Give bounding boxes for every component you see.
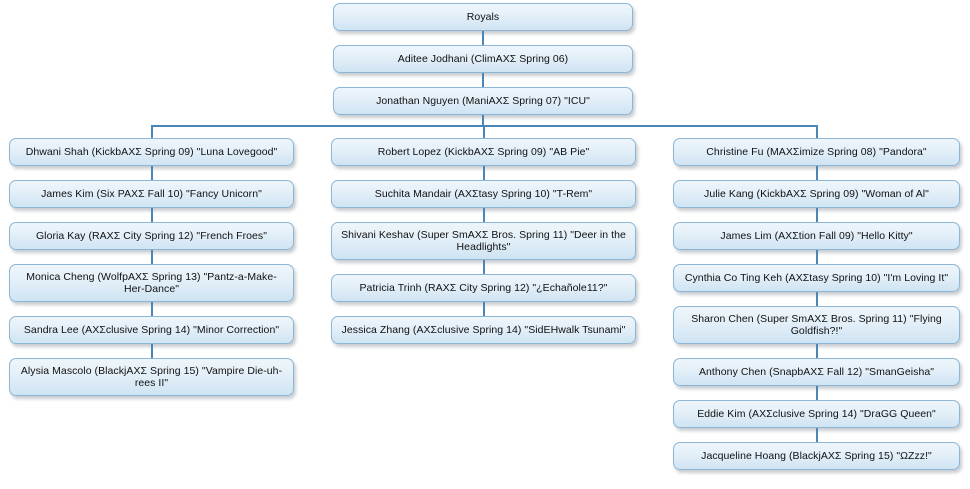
connector-branch-left-1 [150, 166, 153, 180]
node-monica-cheng[interactable]: Monica Cheng (WolfpAXΣ Spring 13) "Pantz… [9, 264, 294, 302]
node-label: Alysia Mascolo (BlackjAXΣ Spring 15) "Va… [20, 365, 283, 389]
connector-trunk-1 [482, 73, 484, 87]
connector-branch-right-1 [815, 166, 818, 180]
node-james-kim[interactable]: James Kim (Six PAXΣ Fall 10) "Fancy Unic… [9, 180, 294, 208]
node-label: Christine Fu (MAXΣimize Spring 08) "Pand… [706, 146, 927, 158]
node-label: Royals [466, 11, 500, 23]
connector-branch-middle-3 [482, 260, 485, 274]
node-jessica-zhang[interactable]: Jessica Zhang (AXΣclusive Spring 14) "Si… [331, 316, 636, 344]
node-label: Cynthia Co Ting Keh (AXΣtasy Spring 10) … [684, 272, 949, 284]
connector-branch-right-5 [815, 344, 818, 358]
node-label: James Kim (Six PAXΣ Fall 10) "Fancy Unic… [41, 188, 262, 200]
node-cynthia-co-ting-keh[interactable]: Cynthia Co Ting Keh (AXΣtasy Spring 10) … [673, 264, 960, 292]
node-shivani-keshav[interactable]: Shivani Keshav (Super SmAXΣ Bros. Spring… [331, 222, 636, 260]
node-suchita-mandair[interactable]: Suchita Mandair (AXΣtasy Spring 10) "T-R… [331, 180, 636, 208]
connector-branch-right-3 [815, 250, 818, 264]
connector-branch-right-4 [815, 292, 818, 306]
connector-branch-drop-1 [482, 125, 485, 138]
node-label: Jacqueline Hoang (BlackjAXΣ Spring 15) "… [701, 450, 932, 462]
connector-branch-drop-0 [150, 125, 153, 138]
node-label: Jessica Zhang (AXΣclusive Spring 14) "Si… [341, 324, 626, 336]
node-aditee-jodhani[interactable]: Aditee Jodhani (ClimAXΣ Spring 06) [333, 45, 633, 73]
node-label: Shivani Keshav (Super SmAXΣ Bros. Spring… [341, 229, 626, 253]
node-christine-fu[interactable]: Christine Fu (MAXΣimize Spring 08) "Pand… [673, 138, 960, 166]
node-dhwani-shah[interactable]: Dhwani Shah (KickbAXΣ Spring 09) "Luna L… [9, 138, 294, 166]
node-label: Aditee Jodhani (ClimAXΣ Spring 06) [397, 53, 569, 65]
connector-branch-left-3 [150, 250, 153, 264]
connector-branch-left-2 [150, 208, 153, 222]
node-patricia-trinh[interactable]: Patricia Trinh (RAXΣ City Spring 12) "¿E… [331, 274, 636, 302]
node-label: Robert Lopez (KickbAXΣ Spring 09) "AB Pi… [377, 146, 590, 158]
connector-branch-left-4 [150, 302, 153, 316]
connector-branch-right-6 [815, 386, 818, 400]
node-sandra-lee[interactable]: Sandra Lee (AXΣclusive Spring 14) "Minor… [9, 316, 294, 344]
connector-branch-stem [482, 115, 484, 125]
connector-branch-middle-1 [482, 166, 485, 180]
node-gloria-kay[interactable]: Gloria Kay (RAXΣ City Spring 12) "French… [9, 222, 294, 250]
node-label: Monica Cheng (WolfpAXΣ Spring 13) "Pantz… [26, 271, 277, 295]
node-jacqueline-hoang[interactable]: Jacqueline Hoang (BlackjAXΣ Spring 15) "… [673, 442, 960, 470]
connector-branch-drop-2 [815, 125, 818, 138]
node-eddie-kim[interactable]: Eddie Kim (AXΣclusive Spring 14) "DraGG … [673, 400, 960, 428]
node-jonathan-nguyen[interactable]: Jonathan Nguyen (ManiAXΣ Spring 07) "ICU… [333, 87, 633, 115]
node-label: Sandra Lee (AXΣclusive Spring 14) "Minor… [23, 324, 280, 336]
node-label: Anthony Chen (SnapbAXΣ Fall 12) "SmanGei… [698, 366, 935, 378]
connector-branch-right-7 [815, 428, 818, 442]
node-james-lim[interactable]: James Lim (AXΣtion Fall 09) "Hello Kitty… [673, 222, 960, 250]
node-robert-lopez[interactable]: Robert Lopez (KickbAXΣ Spring 09) "AB Pi… [331, 138, 636, 166]
connector-branch-left-5 [150, 344, 153, 358]
node-label: Julie Kang (KickbAXΣ Spring 09) "Woman o… [704, 188, 929, 200]
connector-branch-middle-2 [482, 208, 485, 222]
connector-branch-right-2 [815, 208, 818, 222]
node-label: Patricia Trinh (RAXΣ City Spring 12) "¿E… [359, 282, 608, 294]
node-label: Suchita Mandair (AXΣtasy Spring 10) "T-R… [374, 188, 593, 200]
node-sharon-chen[interactable]: Sharon Chen (Super SmAXΣ Bros. Spring 11… [673, 306, 960, 344]
node-label: James Lim (AXΣtion Fall 09) "Hello Kitty… [720, 230, 913, 242]
node-label: Eddie Kim (AXΣclusive Spring 14) "DraGG … [697, 408, 936, 420]
connector-branch-middle-4 [482, 302, 485, 316]
node-label: Dhwani Shah (KickbAXΣ Spring 09) "Luna L… [25, 146, 278, 158]
node-alysia-mascolo[interactable]: Alysia Mascolo (BlackjAXΣ Spring 15) "Va… [9, 358, 294, 396]
connector-trunk-0 [482, 31, 484, 45]
node-julie-kang[interactable]: Julie Kang (KickbAXΣ Spring 09) "Woman o… [673, 180, 960, 208]
node-label: Sharon Chen (Super SmAXΣ Bros. Spring 11… [691, 313, 942, 337]
node-label: Gloria Kay (RAXΣ City Spring 12) "French… [35, 230, 268, 242]
node-anthony-chen[interactable]: Anthony Chen (SnapbAXΣ Fall 12) "SmanGei… [673, 358, 960, 386]
node-royals[interactable]: Royals [333, 3, 633, 31]
node-label: Jonathan Nguyen (ManiAXΣ Spring 07) "ICU… [376, 95, 590, 107]
